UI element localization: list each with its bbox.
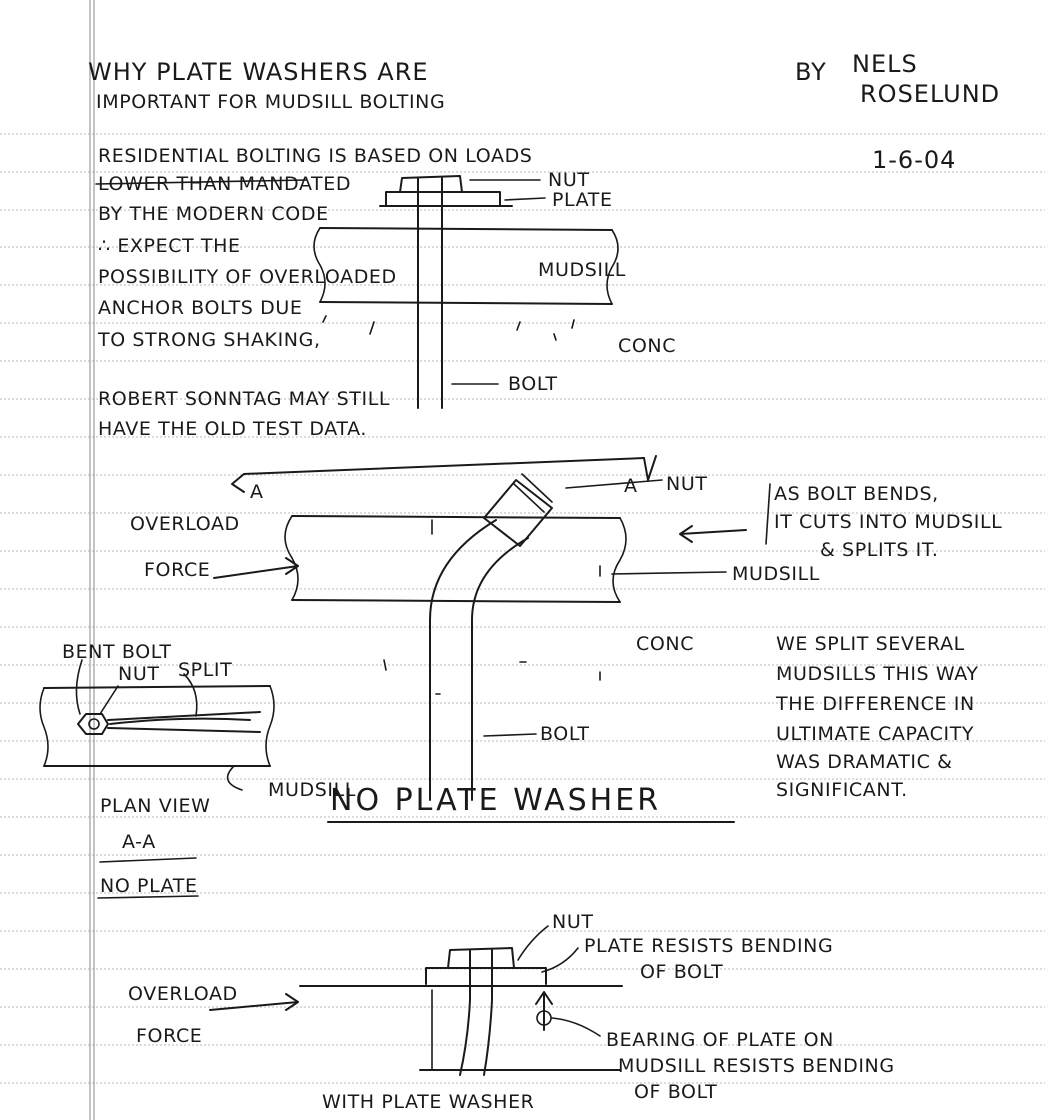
bend-note-line: & SPLITS IT.: [820, 539, 938, 561]
label-conc: CONC: [618, 335, 676, 357]
nut-shape: [400, 176, 462, 192]
split-note-line: MUDSILLS THIS WAY: [776, 663, 979, 685]
section-arrow-right: [644, 456, 656, 480]
label-nut: NUT: [118, 663, 160, 685]
leader-bearing: [552, 1018, 600, 1036]
note-line: HAVE THE OLD TEST DATA.: [98, 418, 367, 440]
label-split: SPLIT: [178, 659, 232, 681]
note-line: BY THE MODERN CODE: [98, 203, 329, 225]
split-lines: [108, 712, 260, 732]
label-nut: NUT: [552, 911, 594, 933]
leader-plate: [505, 198, 545, 200]
plan-title-3: NO PLATE: [100, 875, 198, 897]
bend-note-line: AS BOLT BENDS,: [774, 483, 939, 505]
note-line: ANCHOR BOLTS DUE: [98, 297, 302, 319]
title-line-2: IMPORTANT FOR MUDSILL BOLTING: [96, 91, 445, 113]
leader-mudsill: [612, 572, 726, 574]
split-note-line: THE DIFFERENCE IN: [775, 693, 975, 715]
bearing-note-line: MUDSILL RESISTS BENDING: [618, 1055, 895, 1077]
leader-bolt: [484, 734, 536, 736]
title-line-1: WHY PLATE WASHERS ARE: [88, 58, 429, 86]
section-arrow-left: [232, 474, 244, 492]
label-nut: NUT: [548, 169, 590, 191]
split-note-line: ULTIMATE CAPACITY: [776, 723, 974, 745]
label-overload: OVERLOAD: [128, 983, 238, 1005]
concrete-marks: [384, 520, 600, 694]
leader-nut: [100, 686, 118, 714]
mudsill-bottom: [320, 302, 612, 304]
label-conc: CONC: [636, 633, 694, 655]
bent-bolt-right: [472, 538, 528, 800]
note-bracket: [766, 484, 770, 544]
author-first-name: NELS: [852, 50, 918, 78]
label-cut-right: A: [624, 475, 638, 497]
notes-block: RESIDENTIAL BOLTING IS BASED ON LOADS LO…: [96, 145, 532, 440]
plan-nut: [78, 714, 108, 734]
mudsill-bottom: [292, 600, 620, 602]
label-bent-bolt: BENT BOLT: [62, 641, 172, 663]
label-bolt: BOLT: [540, 723, 590, 745]
plan-view-figure: BENT BOLT NUT SPLIT MUDSILL PLAN VIEW A-…: [40, 641, 356, 898]
break-line: [266, 686, 274, 766]
note-line: ∴ EXPECT THE: [98, 235, 241, 257]
label-mudsill: MUDSILL: [538, 259, 626, 281]
label-cut-left: A: [250, 481, 264, 503]
label-plate: PLATE: [552, 189, 613, 211]
no-washer-figure: NUT OVERLOAD FORCE MUDSILL CONC BOLT AS …: [130, 473, 1002, 822]
label-nut: NUT: [666, 473, 708, 495]
plan-title-2: A-A: [122, 831, 156, 853]
split-note-line: WE SPLIT SEVERAL: [776, 633, 965, 655]
plan-title-1: PLAN VIEW: [100, 795, 211, 817]
concrete-marks: [323, 316, 574, 340]
plate-note-line: OF BOLT: [640, 961, 723, 983]
leader-plate: [542, 948, 578, 972]
mudsill-top: [320, 228, 612, 230]
overload-arrow: [214, 558, 298, 578]
date: 1-6-04: [872, 146, 956, 174]
nut-shape: [448, 948, 514, 968]
bearing-note-line: OF BOLT: [634, 1081, 717, 1103]
caption-with-washer: WITH PLATE WASHER: [322, 1091, 534, 1113]
break-line: [40, 688, 48, 766]
label-force: FORCE: [144, 559, 210, 581]
split-note-line: WAS DRAMATIC &: [776, 751, 953, 773]
plan-title-rule: [100, 858, 196, 862]
label-bolt: BOLT: [508, 373, 558, 395]
section-cut-line: [244, 458, 644, 474]
with-washer-figure: NUT PLATE RESISTS BENDING OF BOLT OVERLO…: [128, 911, 895, 1113]
label-overload: OVERLOAD: [130, 513, 240, 535]
leader-mudsill: [228, 766, 242, 790]
label-mudsill: MUDSILL: [732, 563, 820, 585]
break-line: [314, 228, 325, 302]
author-last-name: ROSELUND: [860, 80, 1000, 108]
caption-no-washer: NO PLATE WASHER: [330, 783, 661, 818]
leader-nut: [566, 480, 662, 488]
note-line: ROBERT SONNTAG MAY STILL: [98, 388, 390, 410]
arrow-bend-note: [680, 526, 746, 542]
plate-shape: [426, 968, 546, 984]
bend-note-line: IT CUTS INTO MUDSILL: [774, 511, 1002, 533]
note-line: TO STRONG SHAKING,: [97, 329, 321, 351]
mudsill-top: [292, 516, 620, 518]
note-line: POSSIBILITY OF OVERLOADED: [98, 266, 397, 288]
split-note-line: SIGNIFICANT.: [776, 779, 908, 801]
note-line: RESIDENTIAL BOLTING IS BASED ON LOADS: [98, 145, 532, 167]
author-by: BY: [795, 58, 827, 86]
bent-bolt-left: [430, 520, 496, 800]
label-force: FORCE: [136, 1025, 202, 1047]
bearing-note-line: BEARING OF PLATE ON: [606, 1029, 834, 1051]
mudsill-top: [44, 686, 270, 688]
label-mudsill: MUDSILL: [268, 779, 356, 801]
plate-note-line: PLATE RESISTS BENDING: [584, 935, 833, 957]
